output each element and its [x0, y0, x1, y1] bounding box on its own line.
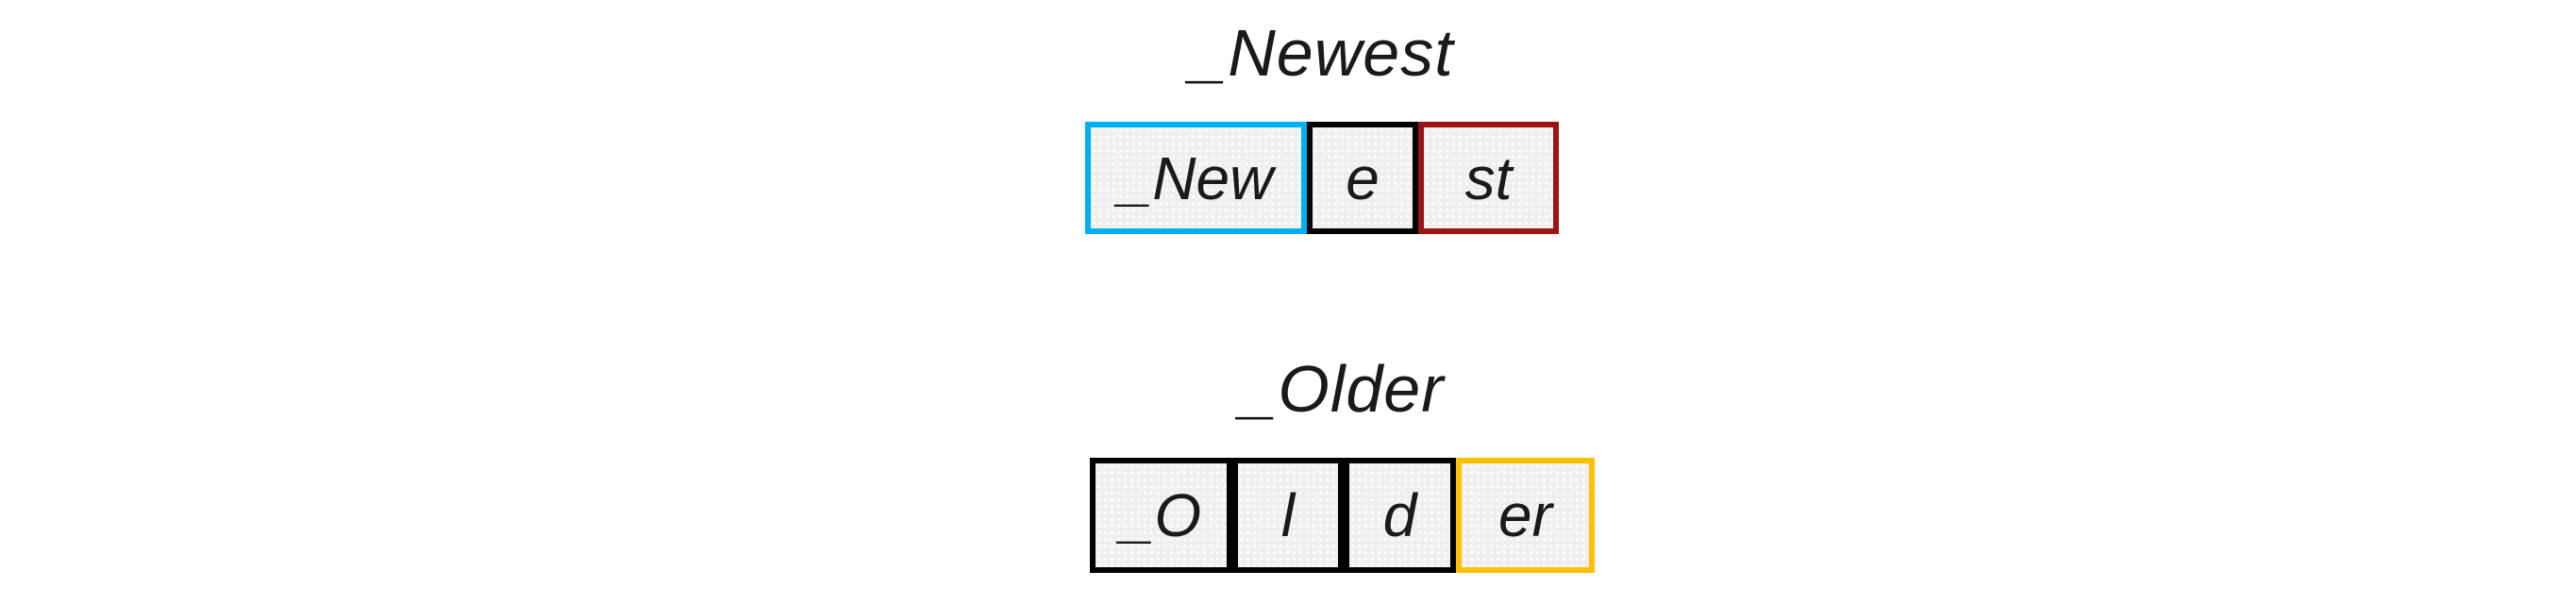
- token-box-st: st: [1418, 122, 1559, 234]
- token-box-e: e: [1307, 122, 1418, 234]
- token-box-o: _O: [1090, 458, 1232, 573]
- token-box-new: _New: [1085, 122, 1307, 234]
- token-row-older: _O l d er: [1090, 458, 1595, 573]
- token-box-d: d: [1344, 458, 1456, 573]
- word-title-newest: _Newest: [1190, 16, 1454, 90]
- token-box-l: l: [1232, 458, 1344, 573]
- word-title-older: _Older: [1240, 352, 1445, 426]
- token-box-er: er: [1456, 458, 1595, 573]
- token-row-newest: _New e st: [1085, 122, 1559, 234]
